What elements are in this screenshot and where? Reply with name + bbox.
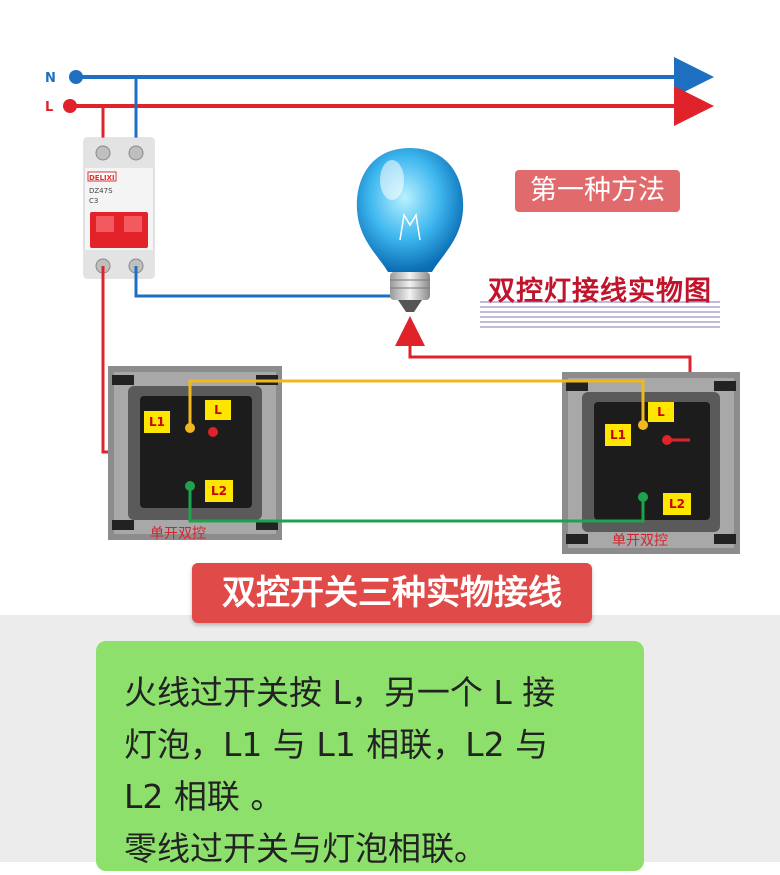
diagram-title: 双控开关三种实物接线: [192, 563, 592, 623]
live-drop-wire: [70, 104, 105, 150]
left-l1-terminal: [185, 423, 195, 433]
l2-traveler-wire: [188, 484, 645, 523]
right-l1-tag: L1: [605, 424, 631, 446]
message-line: 零线过开关与灯泡相联。: [124, 829, 487, 868]
left-l2-terminal: [185, 481, 195, 491]
diagram-subtitle: 双控灯接线实物图: [470, 270, 730, 330]
right-l-tag: L: [648, 402, 674, 422]
right-l-terminal: [662, 435, 672, 445]
left-switch-caption: 单开双控: [150, 526, 206, 542]
right-l2-terminal: [638, 492, 648, 502]
live-label: L: [45, 100, 53, 115]
left-l1-tag: L1: [144, 411, 170, 433]
message-line: 火线过开关按 L，另一个 L 接: [124, 673, 556, 712]
neutral-label: N: [45, 71, 56, 86]
message-line: 灯泡，L1 与 L1 相联，L2 与: [124, 725, 549, 764]
method-label: 第一种方法: [515, 170, 680, 212]
diagram-subtitle-text: 双控灯接线实物图: [488, 276, 712, 307]
right-switch-caption: 单开双控: [612, 533, 668, 549]
wall-switch-icon: [562, 372, 740, 554]
right-l2-tag: L2: [663, 493, 691, 515]
breaker-brand: DELIXI: [89, 174, 115, 182]
breaker-rating: C3: [89, 197, 98, 205]
neutral-to-bulb-wire: [134, 266, 410, 298]
breaker-model: DZ47S: [89, 187, 113, 195]
right-l1-terminal: [638, 420, 648, 430]
left-l-tag: L: [205, 400, 231, 420]
left-l-terminal: [208, 427, 218, 437]
wall-switch-icon: [108, 366, 282, 540]
left-l2-tag: L2: [205, 480, 233, 502]
l1-traveler-wire: [188, 379, 645, 426]
message-bubble: 火线过开关按 L，另一个 L 接 灯泡，L1 与 L1 相联，L2 与 L2 相…: [96, 641, 644, 871]
light-bulb-icon: [356, 148, 464, 312]
circuit-breaker-icon: DELIXI DZ47S C3: [83, 137, 155, 279]
message-line: L2 相联 。: [124, 777, 284, 816]
